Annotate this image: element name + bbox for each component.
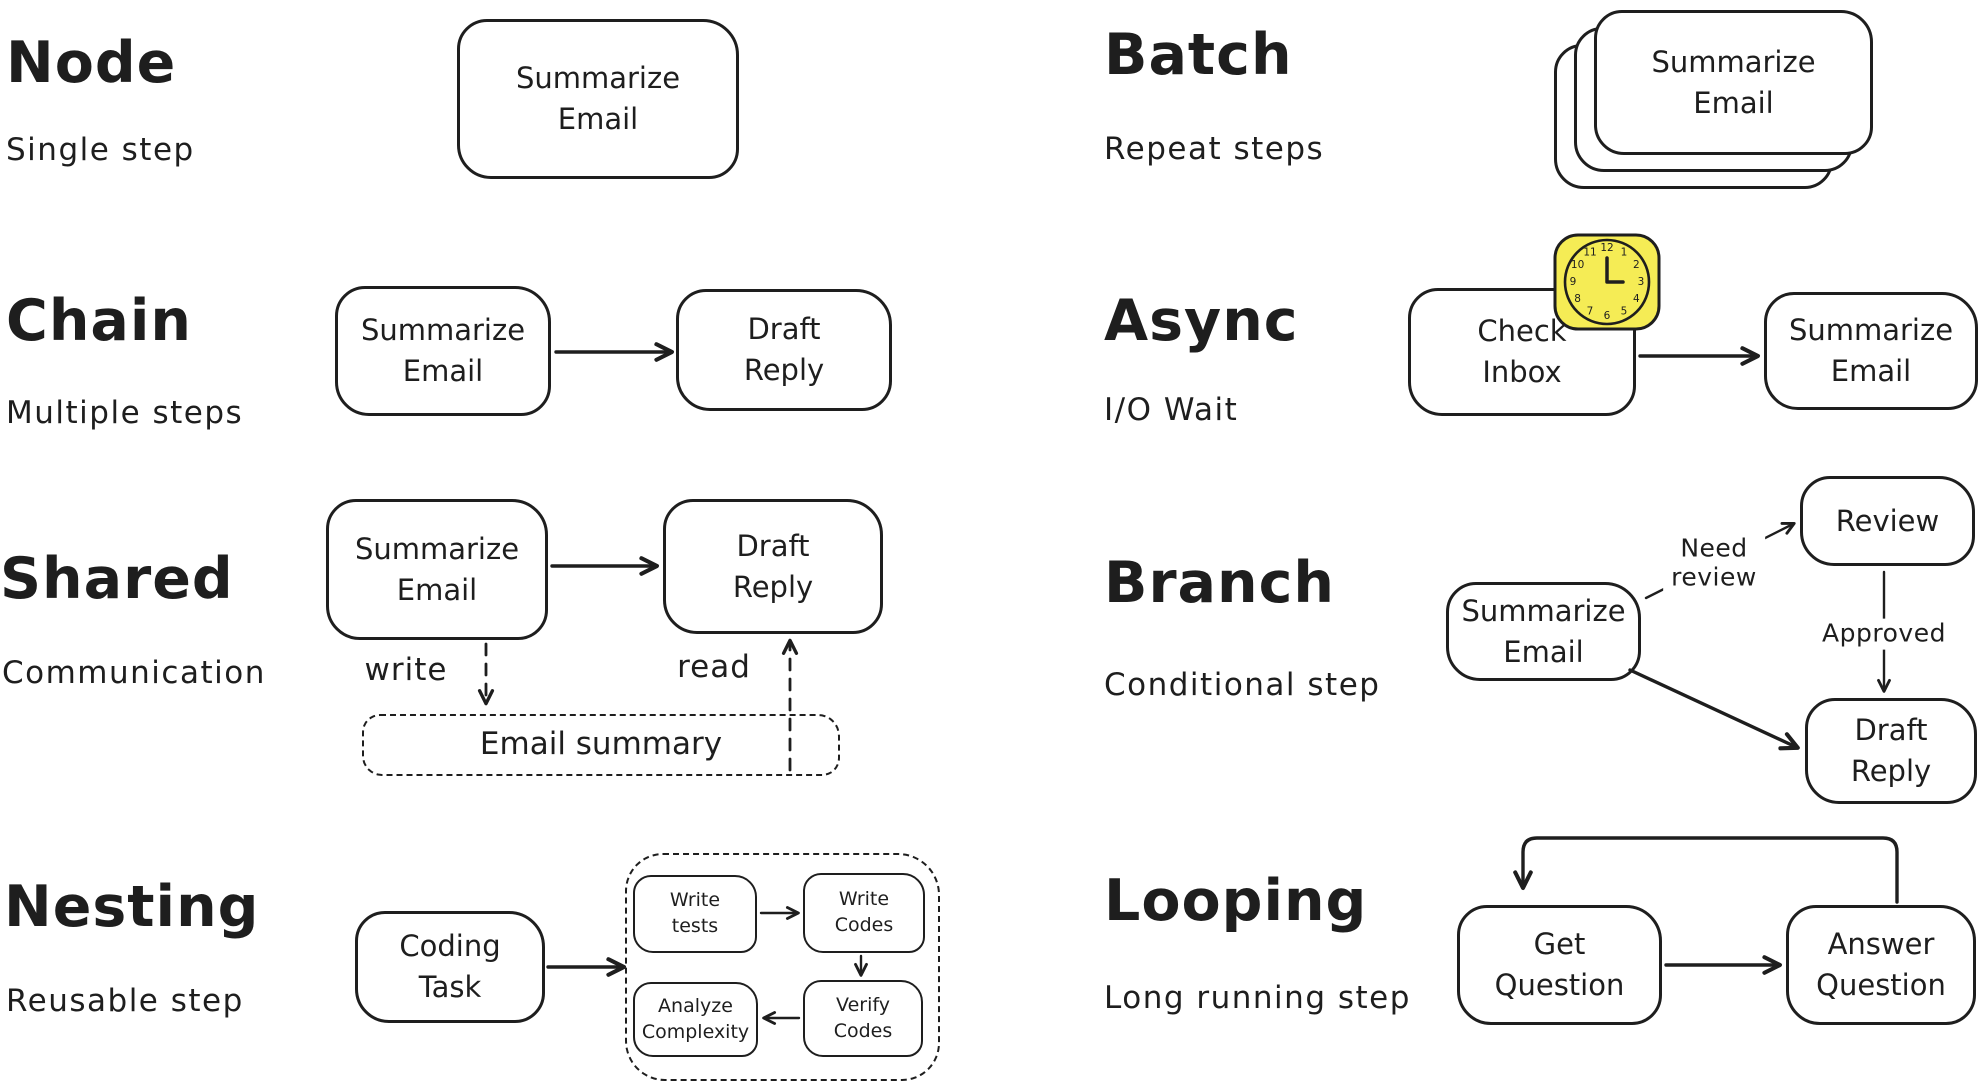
clock-number: 6 [1604,310,1611,322]
branch-to-draft-arrow [1628,668,1800,751]
section-title-batch: Batch [1104,22,1293,88]
clock-number: 8 [1574,293,1581,305]
async-box-label: Check Inbox [1477,314,1567,389]
nesting-inner-label: Verify Codes [833,993,893,1042]
shared-box-draft-reply: Draft Reply [663,499,883,634]
looping-box-answer-question: Answer Question [1786,905,1976,1025]
chain-box-label: Draft Reply [743,312,825,387]
shared-write-label: write [356,652,456,690]
clock-number: 3 [1638,276,1645,288]
clock-number: 7 [1587,306,1594,318]
nesting-inner-write-codes: Write Codes [803,873,925,953]
clock-number: 11 [1583,247,1596,259]
shared-read-label: read [669,649,759,687]
shared-store-box: Email summary [362,714,840,776]
nesting-box-coding-task: Coding Task [355,911,545,1023]
node-box-label: Summarize Email [515,61,681,136]
branch-box-label: Summarize Email [1461,593,1626,669]
clock-icon: 12 1 2 3 4 5 6 7 8 9 10 11 [1553,233,1661,331]
branch-box-label: Draft Reply [1850,713,1932,788]
async-box-summarize-email: Summarize Email [1764,292,1978,410]
batch-card-front: Summarize Email [1594,10,1873,155]
looping-box-label: Answer Question [1816,927,1946,1002]
looping-box-get-question: Get Question [1457,905,1662,1025]
nesting-inner-write-tests: Write tests [633,875,757,953]
section-title-branch: Branch [1104,550,1335,616]
section-subtitle-chain: Multiple steps [6,395,244,431]
shared-store-label: Email summary [479,726,723,763]
clock-number: 5 [1621,306,1628,318]
nesting-box-label: Coding Task [399,929,501,1004]
section-title-node: Node [6,30,177,96]
nesting-inner-label: Write Codes [834,888,894,936]
clock-number: 10 [1571,259,1584,271]
clock-number: 1 [1621,247,1628,259]
looping-back-arrow [1513,836,1899,904]
section-title-shared: Shared [0,546,234,612]
shared-box-summarize-email: Summarize Email [326,499,548,640]
section-subtitle-async: I/O Wait [1104,392,1239,428]
chain-box-label: Summarize Email [360,313,526,388]
branch-need-review-label: Need review [1663,533,1765,593]
section-title-chain: Chain [6,288,192,354]
nesting-inner-label: Write tests [669,889,721,937]
nesting-inner-verify-codes: Verify Codes [803,980,923,1057]
section-title-nesting: Nesting [4,874,260,940]
chain-box-draft-reply: Draft Reply [676,289,892,411]
batch-card-label: Summarize Email [1651,44,1816,120]
clock-number: 2 [1633,259,1640,271]
nesting-inner-label: Analyze Complexity [641,994,750,1043]
node-box: Summarize Email [457,19,739,179]
shared-box-label: Draft Reply [732,528,814,604]
clock-number: 12 [1600,242,1613,254]
section-title-async: Async [1104,288,1299,354]
clock-hands [1605,256,1625,284]
shared-box-label: Summarize Email [354,531,520,607]
branch-box-draft-reply: Draft Reply [1805,698,1977,804]
clock-number: 9 [1570,276,1577,288]
section-subtitle-node: Single step [6,132,195,168]
nesting-inner-analyze-complexity: Analyze Complexity [633,982,758,1057]
clock-number: 4 [1633,293,1640,305]
branch-box-review: Review [1800,476,1975,566]
looping-box-label: Get Question [1494,927,1625,1002]
branch-approved-label: Approved [1814,618,1954,650]
chain-box-summarize-email: Summarize Email [335,286,551,416]
section-subtitle-nesting: Reusable step [6,983,244,1019]
section-subtitle-branch: Conditional step [1104,667,1381,703]
section-subtitle-shared: Communication [2,655,266,691]
branch-box-summarize-email: Summarize Email [1446,582,1641,681]
section-title-looping: Looping [1104,868,1368,934]
section-subtitle-batch: Repeat steps [1104,131,1325,167]
nesting-flow-container [625,853,940,1081]
async-box-label: Summarize Email [1788,313,1954,388]
section-subtitle-looping: Long running step [1104,980,1411,1016]
branch-box-label: Review [1835,503,1940,538]
